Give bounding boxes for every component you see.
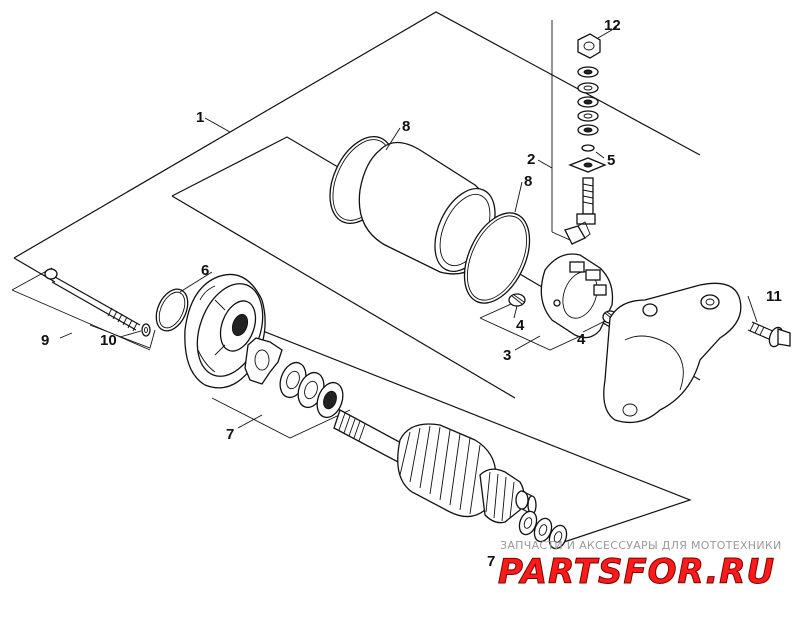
callout-7-lower: 7	[487, 553, 495, 570]
shim-washers-front	[279, 361, 344, 419]
brush-spring-left	[508, 293, 526, 307]
callout-3: 3	[503, 347, 511, 364]
rear-end-cover	[603, 282, 742, 424]
watermark-brand: PARTSFOR.RU	[498, 552, 775, 592]
callout-2: 2	[527, 151, 535, 168]
callout-5: 5	[607, 152, 615, 169]
site-watermark: ЗАПЧАСТИ И АКСЕССУАРЫ ДЛЯ МОТОТЕХНИКИ PA…	[498, 539, 782, 593]
callout-1: 1	[196, 109, 204, 126]
assembly-outline-7-upper	[211, 397, 351, 439]
shim-washers-rear	[518, 510, 568, 550]
assembly-outline-9	[11, 267, 156, 351]
callout-9: 9	[41, 332, 49, 349]
o-ring-front	[155, 288, 189, 332]
terminal-insulator	[568, 157, 607, 173]
flange-bolt	[747, 321, 791, 348]
callout-4-left: 4	[516, 317, 525, 334]
callout-12: 12	[604, 17, 621, 34]
lock-washer	[244, 337, 283, 385]
brush-holder-plate	[540, 253, 614, 339]
through-bolt	[44, 268, 141, 332]
callout-11: 11	[766, 288, 782, 305]
o-ring-yoke-rear	[463, 212, 531, 304]
terminal-washers	[577, 66, 599, 152]
terminal-nut	[577, 33, 601, 59]
callout-4-right: 4	[577, 331, 586, 348]
carbon-brush	[564, 221, 591, 245]
leader-lines	[59, 26, 758, 429]
watermark-tagline: ЗАПЧАСТИ И АКСЕССУАРЫ ДЛЯ МОТОТЕХНИКИ	[500, 539, 782, 552]
callout-10: 10	[100, 332, 117, 349]
callout-labels: 1 2 3 4 4 5 6 7 7 8 8 9 10 11 12	[41, 17, 782, 570]
callout-8-upper: 8	[402, 118, 410, 135]
armature	[333, 409, 537, 524]
callout-8-lower: 8	[524, 173, 532, 190]
terminal-bolt	[576, 177, 596, 225]
bolt-washer	[141, 323, 151, 337]
callout-6: 6	[201, 262, 209, 279]
callout-7-upper: 7	[226, 426, 234, 443]
assembly-outline-2	[551, 20, 571, 241]
